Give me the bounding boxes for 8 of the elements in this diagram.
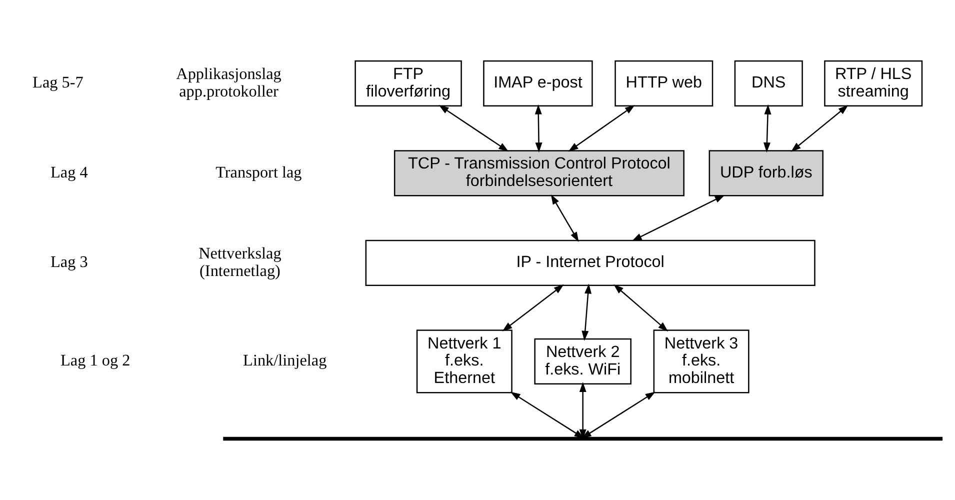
label: Link/linjelag <box>243 351 327 370</box>
label: Lag 4 <box>50 162 88 181</box>
label: Lag 3 <box>50 252 88 271</box>
label: Lag 5-7 <box>32 73 84 92</box>
label: Transport lag <box>216 162 302 181</box>
label: Applikasjonslag app.protokoller <box>176 64 282 100</box>
label: Nettverkslag (Internetlag) <box>198 244 282 280</box>
label: Lag 1 og 2 <box>60 351 130 370</box>
